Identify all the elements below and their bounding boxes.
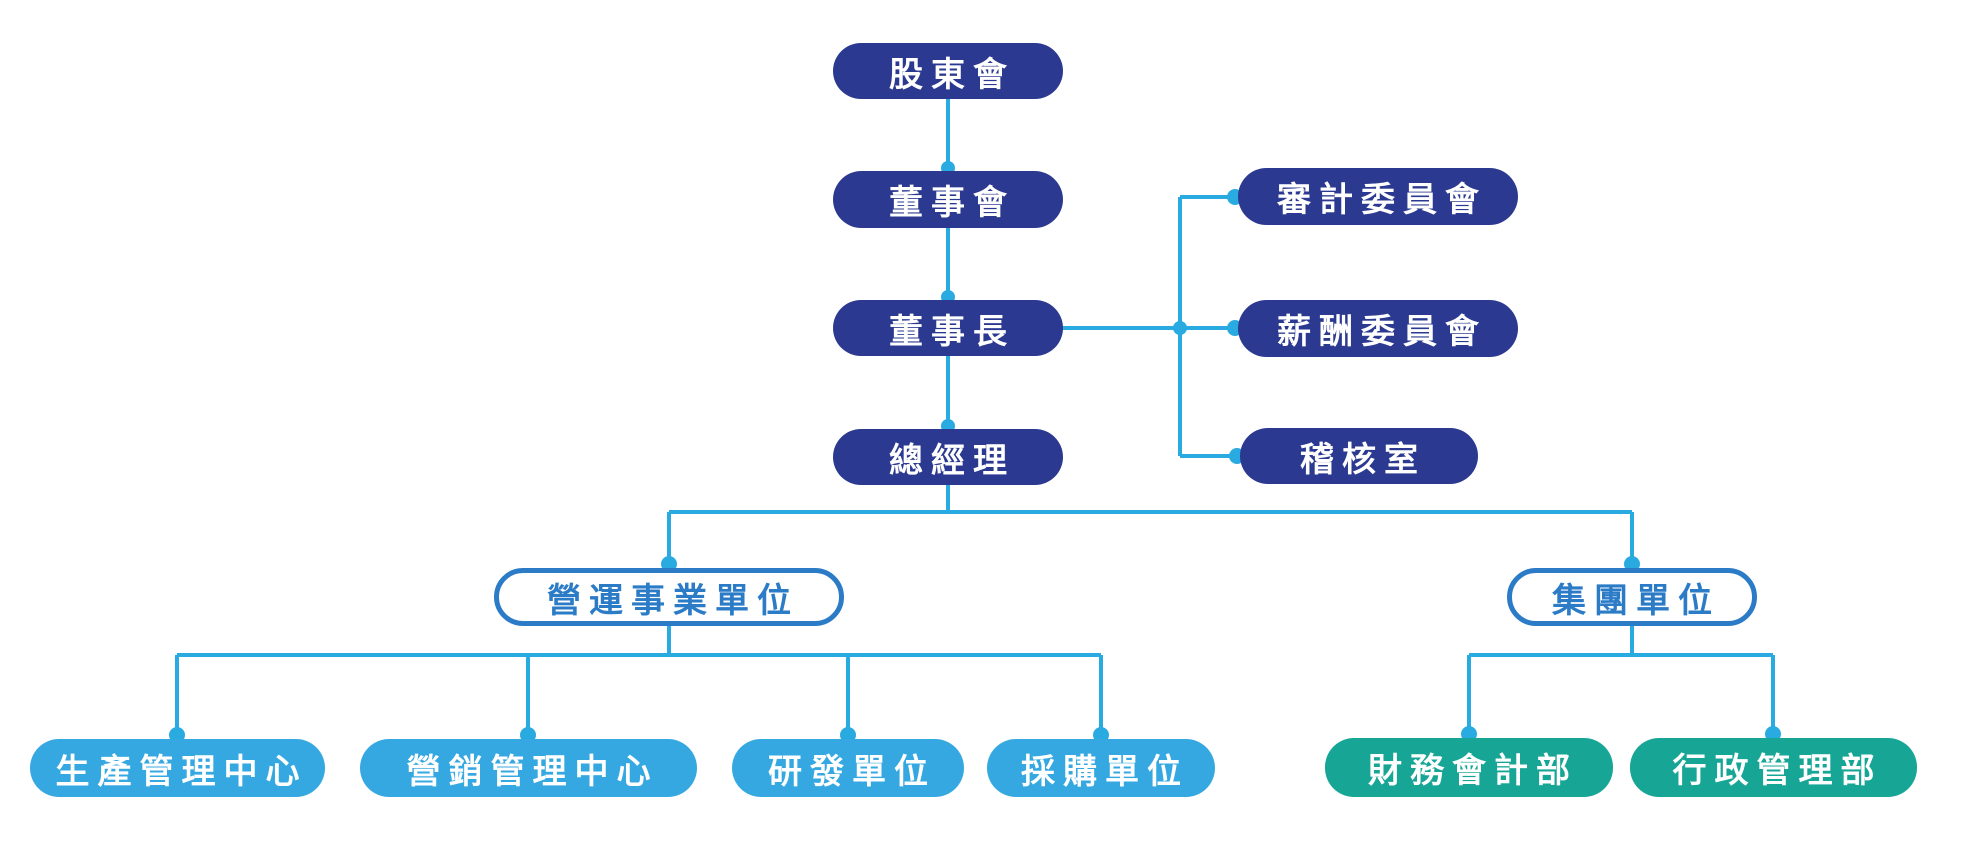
org-node-marketing-management-center: 營銷管理中心 — [360, 739, 697, 797]
org-node-chairman: 董事長 — [833, 300, 1063, 356]
org-node-audit-committee: 審計委員會 — [1238, 168, 1518, 225]
org-node-shareholders-meeting: 股東會 — [833, 43, 1063, 99]
org-node-admin-management-dept: 行政管理部 — [1630, 738, 1917, 797]
org-node-group-units: 集團單位 — [1507, 568, 1757, 626]
org-node-production-management-center: 生產管理中心 — [30, 739, 325, 797]
org-node-compensation-committee: 薪酬委員會 — [1238, 300, 1518, 357]
org-node-board-of-directors: 董事會 — [833, 171, 1063, 228]
org-node-rd-unit: 研發單位 — [732, 739, 964, 797]
org-node-general-manager: 總經理 — [833, 429, 1063, 485]
org-node-operating-business-units: 營運事業單位 — [494, 568, 844, 626]
org-node-finance-accounting-dept: 財務會計部 — [1325, 738, 1613, 797]
org-node-audit-office: 稽核室 — [1240, 428, 1478, 484]
org-node-procurement-unit: 採購單位 — [987, 739, 1215, 797]
